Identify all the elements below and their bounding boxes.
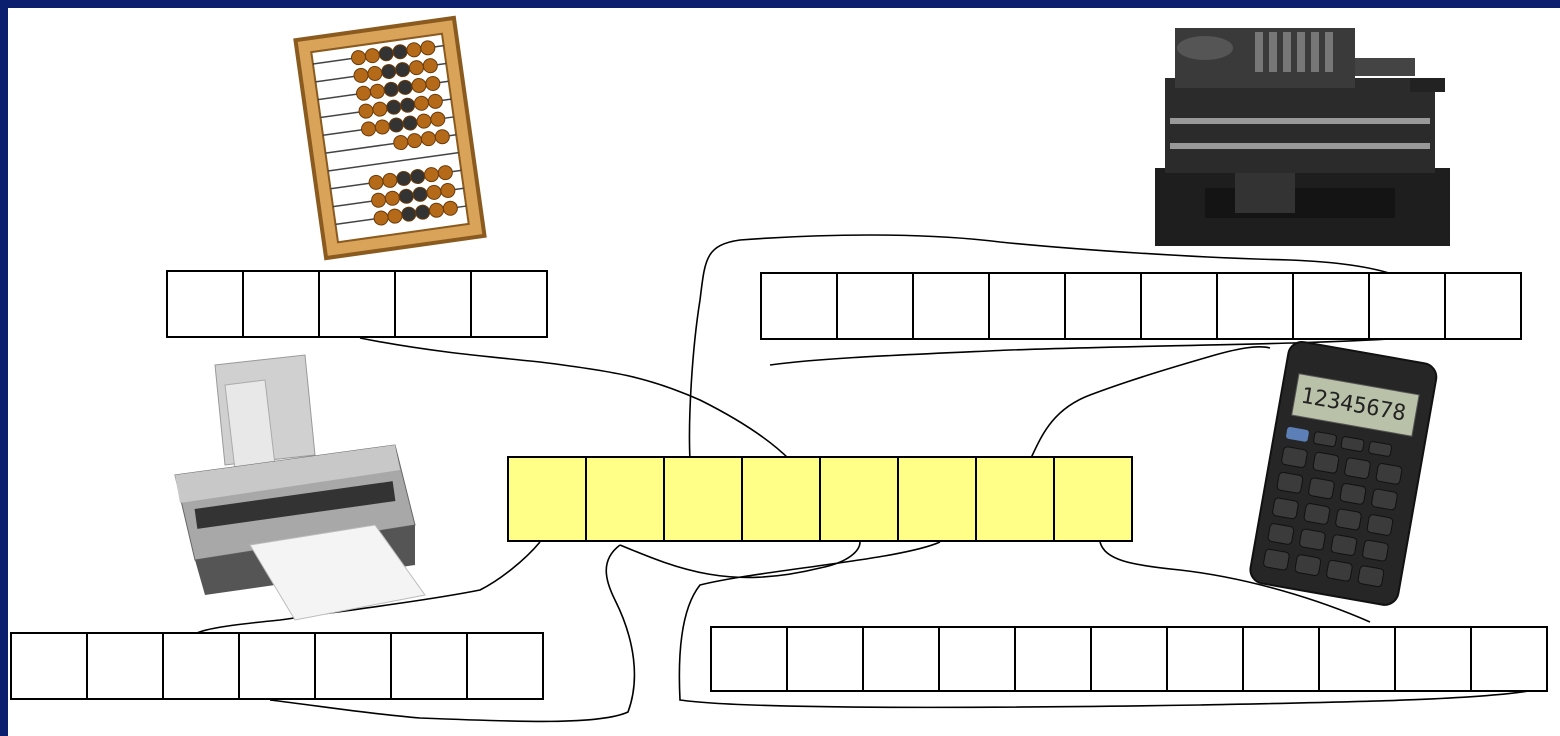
letter-cell-3[interactable]	[318, 270, 396, 338]
letter-cell-1[interactable]	[166, 270, 244, 338]
letter-cell-8[interactable]	[1292, 272, 1370, 340]
letter-cell-2[interactable]	[786, 626, 864, 692]
letter-cell-5[interactable]	[1064, 272, 1142, 340]
letter-cell-9[interactable]	[1318, 626, 1396, 692]
center-cell-3[interactable]	[663, 456, 743, 542]
letter-cell-4[interactable]	[988, 272, 1066, 340]
center-cell-8[interactable]	[1053, 456, 1133, 542]
letter-cell-4[interactable]	[238, 632, 316, 700]
letter-cell-9[interactable]	[1368, 272, 1446, 340]
letter-cell-5[interactable]	[470, 270, 548, 338]
letter-cell-8[interactable]	[1242, 626, 1320, 692]
letter-cell-7[interactable]	[1216, 272, 1294, 340]
word-grid-arithmometer	[760, 272, 1522, 340]
word-grid-calculator	[710, 626, 1548, 692]
letter-cell-7[interactable]	[1166, 626, 1244, 692]
letter-cell-11[interactable]	[1470, 626, 1548, 692]
letter-cell-2[interactable]	[836, 272, 914, 340]
center-cell-7[interactable]	[975, 456, 1055, 542]
center-cell-2[interactable]	[585, 456, 665, 542]
center-cell-1[interactable]	[507, 456, 587, 542]
letter-cell-10[interactable]	[1394, 626, 1472, 692]
letter-cell-6[interactable]	[390, 632, 468, 700]
center-word-grid	[507, 456, 1133, 542]
letter-cell-1[interactable]	[710, 626, 788, 692]
letter-cell-3[interactable]	[162, 632, 240, 700]
letter-cell-6[interactable]	[1140, 272, 1218, 340]
letter-cell-1[interactable]	[760, 272, 838, 340]
letter-cell-4[interactable]	[938, 626, 1016, 692]
letter-cell-4[interactable]	[394, 270, 472, 338]
letter-cell-1[interactable]	[10, 632, 88, 700]
letter-cell-2[interactable]	[242, 270, 320, 338]
center-cell-6[interactable]	[897, 456, 977, 542]
word-grid-printer	[10, 632, 544, 700]
letter-cell-3[interactable]	[912, 272, 990, 340]
letter-cell-5[interactable]	[1014, 626, 1092, 692]
letter-cell-2[interactable]	[86, 632, 164, 700]
letter-cell-10[interactable]	[1444, 272, 1522, 340]
letter-cell-3[interactable]	[862, 626, 940, 692]
letter-cell-6[interactable]	[1090, 626, 1168, 692]
letter-cell-7[interactable]	[466, 632, 544, 700]
center-cell-5[interactable]	[819, 456, 899, 542]
center-cell-4[interactable]	[741, 456, 821, 542]
letter-cell-5[interactable]	[314, 632, 392, 700]
word-grid-abacus	[166, 270, 548, 338]
